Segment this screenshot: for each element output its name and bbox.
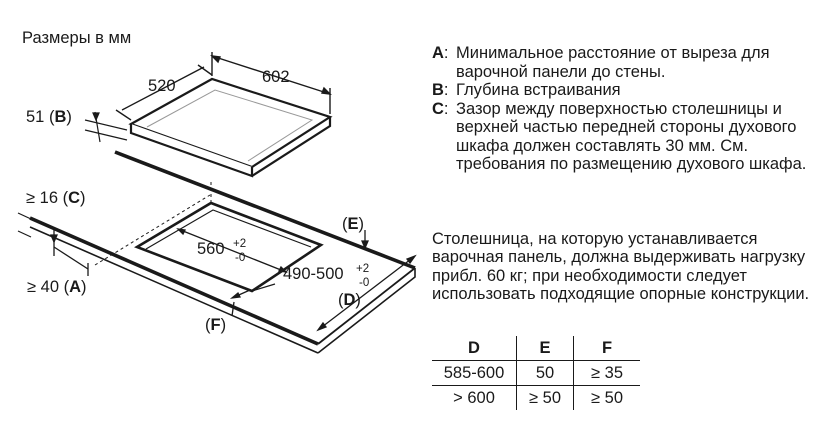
cutout-width-line: [176, 228, 288, 273]
dimension-D-letter: D: [344, 291, 356, 309]
worktop: [29, 150, 416, 354]
cutout-width-tol-minus: -0: [235, 252, 245, 264]
dimension-D-line: [316, 254, 417, 332]
dimensions-table: D E F 585-600 50 ≥ 35 > 600 ≥ 50 ≥ 50: [432, 336, 640, 410]
table-header-row: D E F: [432, 336, 640, 361]
legend-key: B: [432, 81, 444, 99]
table-row: 585-600 50 ≥ 35: [432, 360, 640, 386]
cutout-width-label: 560: [197, 240, 225, 258]
cutout-width-value: 560: [197, 240, 225, 258]
dimension-wall-label: ≥ 40 (A): [27, 278, 87, 296]
legend-item-C: C: Зазор между поверхностью столешницы и…: [432, 100, 817, 174]
dimensions-title: Размеры в мм: [22, 29, 131, 47]
dimension-E-label: (E): [342, 215, 364, 233]
dimension-E-line: [361, 230, 369, 250]
cutout-depth-tol-plus: +2: [356, 263, 369, 275]
dimension-wall-value: ≥ 40: [27, 278, 59, 296]
table-cell: 50: [516, 360, 574, 386]
dimension-depth-line: [115, 64, 213, 121]
legend-text: Глубина встраивания: [456, 81, 621, 99]
dimension-height-line: [84, 111, 128, 143]
cutout-depth-value: 490-500: [283, 265, 344, 283]
dimension-F-label: (F): [205, 316, 226, 334]
legend-key: A: [432, 44, 444, 62]
dimension-F-line: [229, 289, 251, 317]
cutout-width-tol-plus: +2: [233, 238, 246, 250]
dimension-gap-line: [17, 212, 32, 238]
worktop-cutout: [134, 201, 324, 293]
cutout-depth-line: [251, 283, 276, 292]
legend-item-A: A: Минимальное расстояние от выреза для …: [432, 44, 817, 81]
legend-item-B: B: Глубина встраивания: [432, 81, 817, 100]
dimension-gap-label: ≥ 16 (C): [26, 189, 86, 207]
dimension-wall-line: [50, 230, 89, 276]
dashed-guide-lines: [94, 179, 212, 266]
dimension-gap-value: ≥ 16: [26, 189, 58, 207]
worktop-load-note: Столешница, на которую устанавливается в…: [432, 230, 810, 304]
dimension-E-letter: E: [348, 215, 359, 233]
table-header: F: [573, 336, 640, 361]
cutout-depth-tol-minus: -0: [359, 277, 369, 289]
legend-text: Зазор между поверхностью столешницы и ве…: [456, 99, 807, 174]
legend-text: Минимальное расстояние от выреза для вар…: [456, 44, 770, 81]
hob-body: [128, 77, 333, 178]
dimension-gap-letter: C: [68, 189, 80, 207]
table-cell: ≥ 50: [516, 385, 574, 410]
dimension-height-label: 51 (B): [26, 108, 72, 126]
dimension-height-value: 51: [26, 108, 44, 126]
dimension-depth-value: 520: [148, 77, 176, 95]
table-cell: ≥ 50: [573, 385, 640, 410]
table-header: E: [516, 336, 574, 361]
dimension-width-line: [210, 52, 332, 114]
table-cell: 585-600: [432, 360, 517, 386]
dimension-D-label: (D): [338, 291, 361, 309]
legend-list: A: Минимальное расстояние от выреза для …: [432, 44, 817, 174]
dimension-width-value: 602: [262, 68, 290, 86]
table-row: > 600 ≥ 50 ≥ 50: [432, 385, 640, 410]
dimension-height-letter: B: [54, 108, 66, 126]
table-cell: > 600: [453, 388, 495, 407]
table-header: D: [432, 336, 517, 361]
dimension-wall-letter: A: [69, 278, 81, 296]
table-cell: ≥ 35: [573, 360, 640, 386]
legend-key: C: [432, 99, 444, 118]
dimension-F-letter: F: [211, 316, 221, 334]
